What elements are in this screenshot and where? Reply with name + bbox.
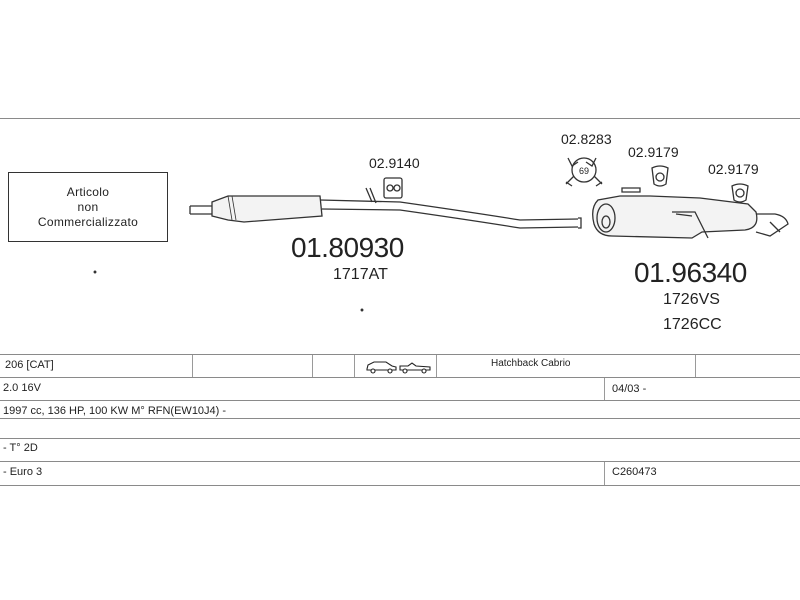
row-separator <box>0 461 800 462</box>
hanger-2-code: 02.9179 <box>628 144 679 160</box>
date-cell: 04/03 - <box>612 383 647 395</box>
model-cell: 206 [CAT] <box>5 359 54 371</box>
row-separator <box>0 377 800 378</box>
hanger-02-9179-icon-2 <box>731 183 749 203</box>
not-commercialized-line-2: non <box>77 199 99 214</box>
hanger-1-code: 02.9140 <box>369 155 420 171</box>
exhaust-diagram: 69 <box>93 157 789 312</box>
row-separator <box>0 418 800 419</box>
front-pipe-code: 01.80930 <box>291 232 404 263</box>
table-top-border <box>0 354 800 355</box>
col-divider <box>312 355 313 377</box>
car-icons <box>366 361 431 374</box>
tailpipe <box>755 213 789 237</box>
col-divider <box>604 378 605 400</box>
front-pipe-ref: 1717AT <box>333 266 388 283</box>
col-divider <box>695 355 696 377</box>
col-divider <box>354 355 355 377</box>
rear-muffler <box>592 195 758 239</box>
col-divider <box>436 355 437 377</box>
not-commercialized-box: Articolo non Commercializzato <box>8 172 168 242</box>
rear-muffler-code: 01.96340 <box>634 257 747 288</box>
row-separator <box>0 438 800 439</box>
hanger-02-9140-icon <box>383 177 403 199</box>
not-commercialized-line-3: Commercializzato <box>37 214 139 229</box>
top-border <box>0 118 800 119</box>
clamp-code: 02.8283 <box>561 131 612 147</box>
rear-muffler-ref-2: 1726CC <box>663 316 722 333</box>
table-bottom-border <box>0 485 800 486</box>
hatchback-car-icon <box>366 361 397 374</box>
col-divider <box>192 355 193 377</box>
col-divider <box>604 462 605 485</box>
clamp-size-label: 69 <box>579 166 589 176</box>
engine-cell: 2.0 16V <box>3 382 41 394</box>
cabrio-car-icon <box>399 362 431 374</box>
note-cell: - T° 2D <box>3 442 38 454</box>
intermediate-pipe <box>319 199 579 229</box>
hanger-02-9179-icon <box>651 165 669 187</box>
spec-cell: 1997 cc, 136 HP, 100 KW M° RFN(EW10J4) - <box>3 405 227 417</box>
catalog-code-cell: C260473 <box>612 466 657 478</box>
hanger-3-code: 02.9179 <box>708 161 759 177</box>
not-commercialized-line-1: Articolo <box>66 184 110 199</box>
front-pipe-inlet <box>189 205 212 215</box>
emission-cell: - Euro 3 <box>3 466 43 478</box>
clamp-02-8283-icon <box>565 157 603 187</box>
row-separator <box>0 400 800 401</box>
front-muffler <box>211 195 323 223</box>
rear-muffler-ref-1: 1726VS <box>663 291 720 308</box>
body-type-cell: Hatchback Cabrio <box>491 358 571 369</box>
